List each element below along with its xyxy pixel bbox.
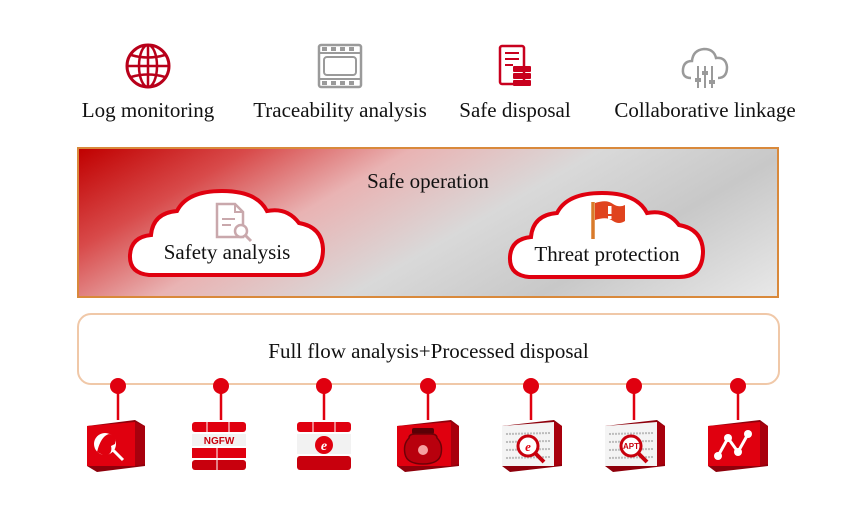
safe-disposal-item: Safe disposal <box>453 40 577 123</box>
safety-analysis-cloud <box>127 188 326 277</box>
web-firewall-icon: e <box>297 378 351 470</box>
device-web-inspection: e <box>498 378 568 478</box>
log-monitoring-label: Log monitoring <box>81 98 215 122</box>
traceability-analysis-label: Traceability analysis <box>253 98 427 122</box>
safe-disposal-label: Safe disposal <box>459 98 571 122</box>
collaborative-linkage-label: Collaborative linkage <box>614 98 796 122</box>
full-flow-analysis-title: Full flow analysis+Processed disposal <box>268 339 589 363</box>
traceability-analysis-item: Traceability analysis <box>247 40 433 123</box>
device-network-link <box>704 378 774 478</box>
apt-text: APT <box>623 442 639 451</box>
network-link-device-icon <box>708 378 768 472</box>
cloud-sliders-icon <box>681 47 729 88</box>
server-document-icon <box>498 44 531 86</box>
full-flow-analysis-box: Full flow analysis+Processed disposal <box>77 313 780 385</box>
safety-analysis-label: Safety analysis <box>163 240 291 264</box>
device-web-firewall: e <box>291 378 361 478</box>
apt-detection-device-icon: APT <box>605 378 665 472</box>
web-inspection-device-icon: e <box>502 378 562 472</box>
log-monitoring-item: Log monitoring <box>78 40 218 123</box>
device-horse <box>83 378 153 478</box>
flag-alert-icon <box>591 201 625 239</box>
web-inspection-e-text: e <box>525 439 531 454</box>
ngfw-text: NGFW <box>204 436 235 447</box>
globe-icon <box>125 43 171 89</box>
collaborative-linkage-item: Collaborative linkage <box>606 40 804 123</box>
device-honeypot <box>395 378 465 478</box>
web-firewall-e-text: e <box>321 439 327 454</box>
film-strip-icon <box>317 43 363 89</box>
honeypot-device-icon <box>397 378 459 472</box>
safe-operation-title: Safe operation <box>367 169 489 193</box>
threat-protection-label: Threat protection <box>534 242 680 266</box>
threat-protection-cloud <box>507 190 706 279</box>
safe-operation-panel: Safe operation Safety analysis Threat pr… <box>77 147 779 298</box>
ngfw-firewall-icon: NGFW <box>192 378 246 470</box>
document-search-icon <box>215 202 253 243</box>
device-apt-detection: APT <box>601 378 671 478</box>
device-ngfw: NGFW <box>187 378 257 478</box>
horse-device-icon <box>87 378 145 472</box>
